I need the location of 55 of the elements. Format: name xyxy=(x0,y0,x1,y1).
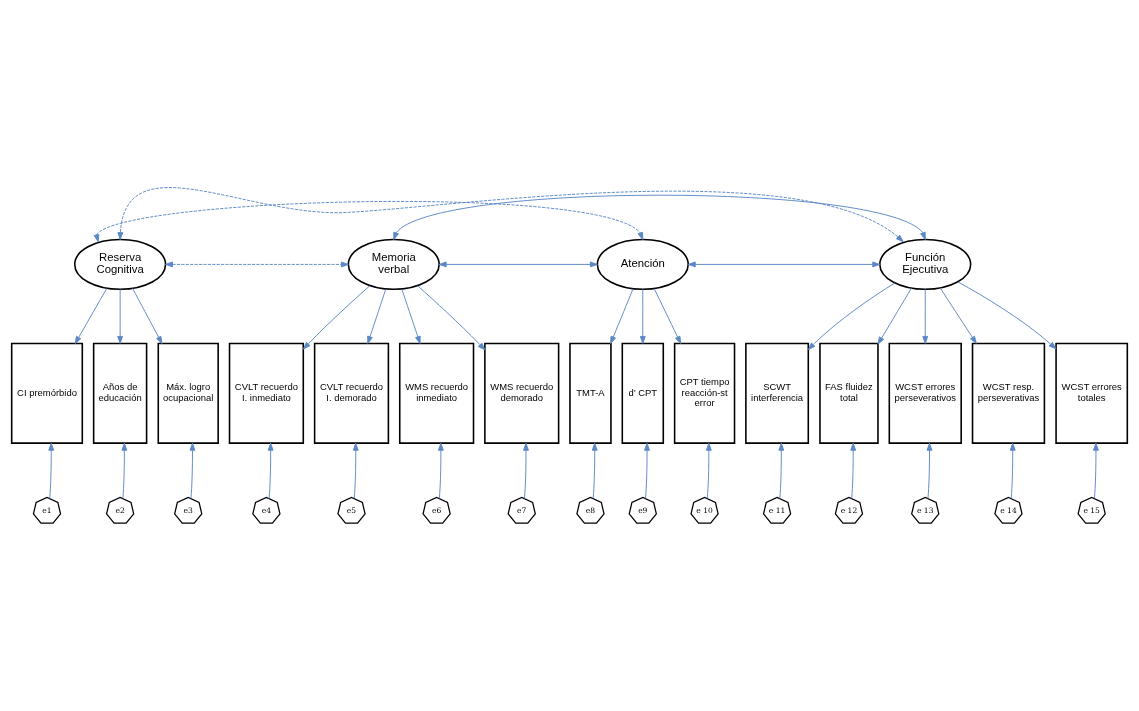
arrow xyxy=(117,288,124,344)
arrow xyxy=(352,442,359,499)
node-box: TMT-A xyxy=(569,342,612,444)
arrow xyxy=(267,442,274,499)
node-box: FAS fluidez total xyxy=(819,342,879,444)
node-box: Máx. logro ocupacional xyxy=(157,342,219,444)
arrow xyxy=(877,287,912,345)
arrow xyxy=(922,288,929,344)
arrow xyxy=(1009,442,1016,499)
node-box: Años de educación xyxy=(92,342,148,444)
arrow xyxy=(121,442,128,499)
node-box: WCST errores perseverativos xyxy=(888,342,962,444)
arrow xyxy=(644,442,650,499)
node-box: CI premórbido xyxy=(10,342,84,444)
arrow xyxy=(48,442,55,499)
arrow xyxy=(438,442,444,499)
arrow xyxy=(117,186,904,242)
arrow xyxy=(401,288,421,344)
node-box: WCST resp. perseverativas xyxy=(971,342,1046,444)
arrow xyxy=(438,261,598,267)
arrow xyxy=(74,287,108,344)
arrow xyxy=(1093,442,1099,499)
node-box: CVLT recuerdo I. demorado xyxy=(313,342,390,444)
node-ellipse: Memoria verbal xyxy=(347,238,440,290)
arrow xyxy=(393,194,926,240)
node-ellipse: Reserva Cognitiva xyxy=(73,238,167,290)
node-ellipse: Atención xyxy=(596,238,689,290)
arrow xyxy=(93,200,644,242)
arrow xyxy=(610,287,634,344)
arrow xyxy=(807,281,896,350)
node-box: WCST errores totales xyxy=(1055,342,1129,444)
arrow xyxy=(302,284,371,349)
node-box: SCWT interferencia xyxy=(745,342,810,444)
arrow xyxy=(417,284,486,350)
node-box: WMS recuerdo demorado xyxy=(484,342,560,444)
arrow xyxy=(957,280,1057,349)
arrow xyxy=(850,442,857,499)
arrow xyxy=(939,287,977,344)
node-ellipse: Función Ejecutiva xyxy=(879,238,972,290)
node-box: WMS recuerdo inmediato xyxy=(398,342,475,444)
arrow xyxy=(705,442,712,499)
node-box: CPT tiempo reacción-st error xyxy=(673,342,736,444)
arrow xyxy=(189,442,196,499)
arrow xyxy=(926,442,933,499)
arrow xyxy=(653,287,682,344)
arrow xyxy=(367,288,387,344)
arrow xyxy=(132,287,163,344)
node-box: CVLT recuerdo I. inmediato xyxy=(228,342,305,444)
arrow xyxy=(523,442,529,499)
arrow xyxy=(687,261,881,267)
node-box: d’ CPT xyxy=(621,342,665,444)
arrow xyxy=(778,442,785,499)
arrow xyxy=(639,288,646,344)
arrow xyxy=(165,261,349,267)
arrow xyxy=(591,442,598,499)
